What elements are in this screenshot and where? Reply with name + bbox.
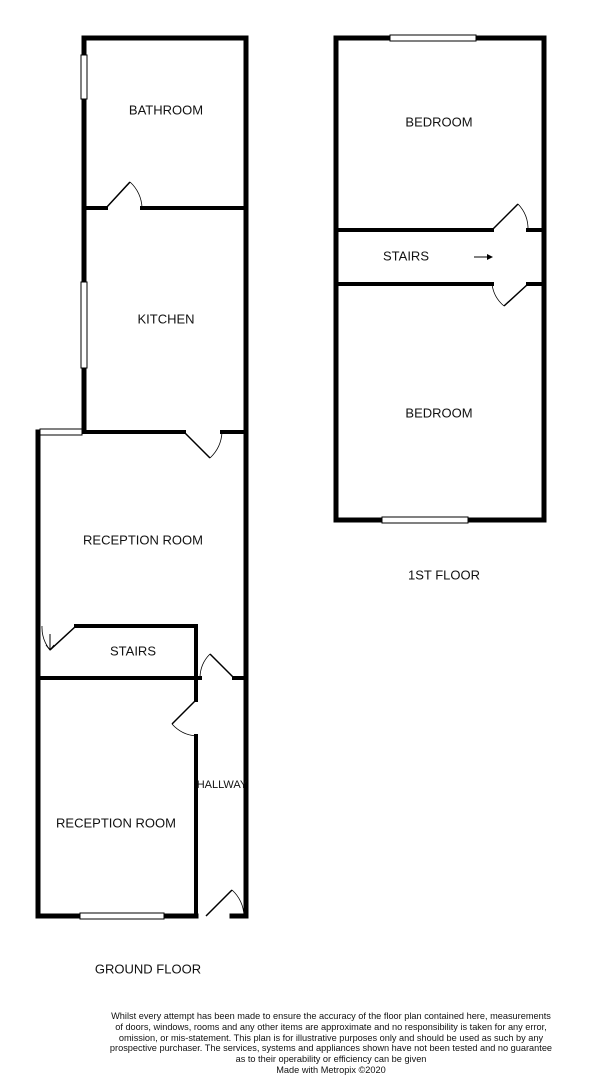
door-front [205, 889, 245, 917]
door-bedroom-upper [491, 203, 529, 231]
room-label-kitchen: KITCHEN [137, 311, 194, 326]
disclaimer: Whilst every attempt has been made to en… [108, 1011, 554, 1076]
window-bedroom-upper [389, 34, 477, 42]
stairs-direction-arrow [474, 254, 493, 260]
room-label-hallway: HALLWAY [197, 779, 248, 791]
disclaimer-text: Whilst every attempt has been made to en… [109, 1011, 553, 1065]
floor-label-first: 1ST FLOOR [408, 567, 480, 582]
door-stairs [41, 625, 77, 651]
door-hallway-upper [199, 653, 235, 679]
room-label-reception-lower: RECEPTION ROOM [56, 815, 176, 830]
floor-label-ground: GROUND FLOOR [95, 961, 201, 976]
room-label-stairs-ground: STAIRS [110, 643, 156, 658]
room-label-reception-upper: RECEPTION ROOM [83, 532, 203, 547]
door-kitchen [183, 431, 223, 459]
door-bathroom [105, 181, 143, 209]
window-bathroom [80, 54, 88, 100]
room-label-stairs-first: STAIRS [383, 248, 429, 263]
window-reception-upper [39, 428, 83, 436]
window-bedroom-lower [381, 516, 469, 524]
door-bedroom-lower [491, 283, 529, 307]
room-label-bedroom-upper: BEDROOM [405, 114, 472, 129]
first-floor-plan: BEDROOM STAIRS BEDROOM 1ST FLOOR [333, 34, 547, 582]
disclaimer-credit: Made with Metropix ©2020 [276, 1064, 386, 1075]
room-label-bedroom-lower: BEDROOM [405, 405, 472, 420]
window-reception-lower [79, 912, 165, 920]
window-kitchen [80, 281, 88, 369]
ground-floor-plan: BATHROOM KITCHEN RECEPTION ROOM STAIRS R… [35, 35, 249, 976]
room-label-bathroom: BATHROOM [129, 102, 203, 117]
wall-first-outer [333, 35, 547, 523]
door-reception-lower [171, 699, 197, 737]
wall-bathroom-kitchen-outer [81, 35, 249, 433]
